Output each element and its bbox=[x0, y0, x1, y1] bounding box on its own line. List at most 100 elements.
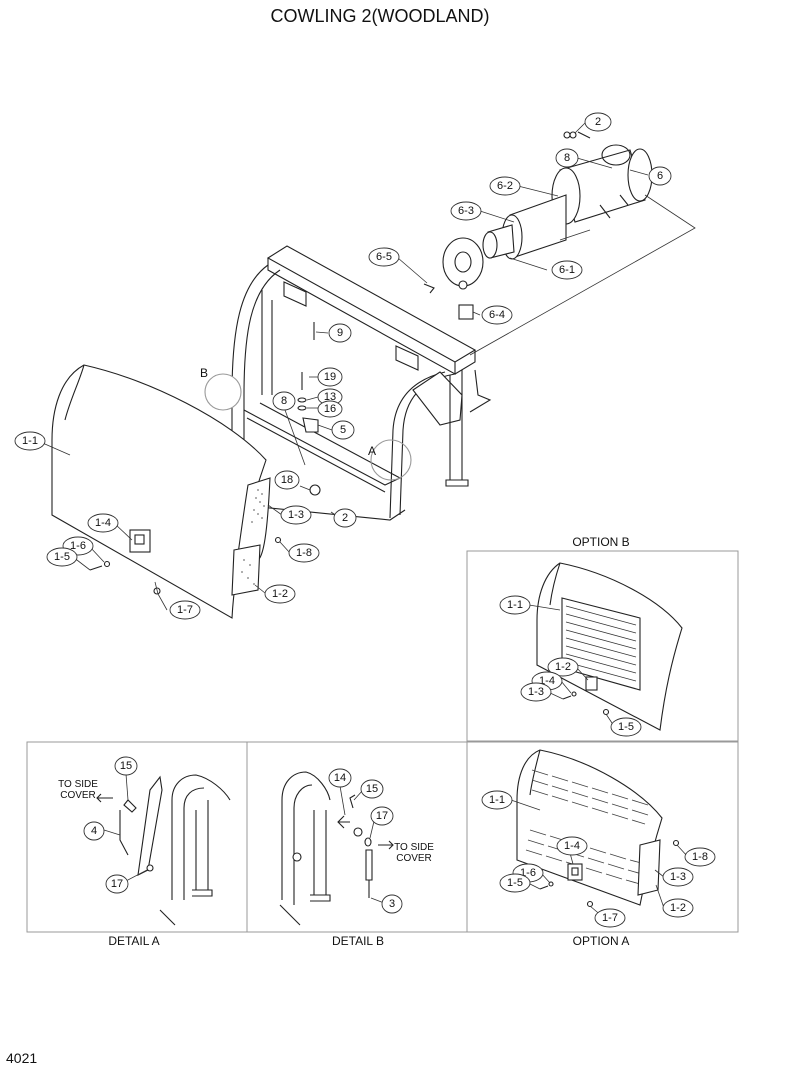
callout-1-5: 1-5 bbox=[46, 547, 78, 567]
detail-b-view: TO SIDE COVER 14 15 17 3 DETAIL B bbox=[279, 768, 434, 948]
svg-text:1-8: 1-8 bbox=[692, 851, 708, 863]
callout-da-15: 15 bbox=[114, 756, 138, 776]
svg-text:8: 8 bbox=[564, 152, 570, 164]
callout-da-17: 17 bbox=[105, 874, 129, 894]
callout-7: 8 bbox=[555, 148, 579, 168]
callout-6-5: 6-5 bbox=[368, 247, 400, 267]
svg-text:9: 9 bbox=[337, 327, 343, 339]
callout-16: 16 bbox=[317, 400, 343, 418]
svg-text:1-4: 1-4 bbox=[95, 517, 111, 529]
callout-1-3: 1-3 bbox=[280, 505, 312, 525]
callout-9: 9 bbox=[328, 323, 352, 343]
svg-text:1-8: 1-8 bbox=[296, 547, 312, 559]
callout-1-4: 1-4 bbox=[87, 513, 119, 533]
svg-text:6-1: 6-1 bbox=[559, 264, 575, 276]
callout-a-1-7: 1-7 bbox=[594, 908, 626, 928]
svg-text:14: 14 bbox=[334, 772, 346, 784]
callout-da-4: 4 bbox=[83, 821, 105, 841]
door-panel bbox=[51, 364, 282, 619]
svg-text:17: 17 bbox=[376, 810, 388, 822]
svg-text:16: 16 bbox=[324, 403, 336, 415]
svg-text:1-3: 1-3 bbox=[528, 686, 544, 698]
svg-text:6: 6 bbox=[657, 170, 663, 182]
svg-text:1-3: 1-3 bbox=[670, 871, 686, 883]
callout-a-1-4: 1-4 bbox=[556, 836, 588, 856]
svg-text:1-5: 1-5 bbox=[618, 721, 634, 733]
callout-6-1: 6-1 bbox=[551, 260, 583, 280]
svg-text:1-2: 1-2 bbox=[272, 588, 288, 600]
callout-19: 19 bbox=[317, 367, 343, 387]
svg-text:1-1: 1-1 bbox=[22, 435, 38, 447]
callout-6-4: 6-4 bbox=[481, 305, 513, 325]
svg-text:1-4: 1-4 bbox=[564, 840, 580, 852]
svg-text:19: 19 bbox=[324, 371, 336, 383]
callout-18: 18 bbox=[274, 470, 300, 490]
svg-text:8: 8 bbox=[281, 395, 287, 407]
svg-text:6-5: 6-5 bbox=[376, 251, 392, 263]
svg-text:6-3: 6-3 bbox=[458, 205, 474, 217]
svg-text:1-5: 1-5 bbox=[507, 877, 523, 889]
svg-text:6-4: 6-4 bbox=[489, 309, 505, 321]
svg-text:1-2: 1-2 bbox=[670, 902, 686, 914]
svg-text:1-3: 1-3 bbox=[288, 509, 304, 521]
svg-text:1-1: 1-1 bbox=[489, 794, 505, 806]
callout-1-2: 1-2 bbox=[264, 584, 296, 604]
page-title: COWLING 2(WOODLAND) bbox=[270, 6, 489, 26]
callout-b-1-2: 1-2 bbox=[547, 657, 579, 677]
svg-text:1-7: 1-7 bbox=[602, 912, 618, 924]
svg-text:2: 2 bbox=[595, 116, 601, 128]
callout-1-8: 1-8 bbox=[288, 543, 320, 563]
callout-db-17: 17 bbox=[370, 806, 394, 826]
callout-a-1-3: 1-3 bbox=[662, 867, 694, 887]
callout-6-3: 6-3 bbox=[450, 201, 482, 221]
svg-text:1-5: 1-5 bbox=[54, 551, 70, 563]
callout-13: 13 bbox=[317, 388, 343, 406]
callout-a-1-2: 1-2 bbox=[662, 898, 694, 918]
svg-text:1-2: 1-2 bbox=[555, 661, 571, 673]
detail-a-title: DETAIL A bbox=[108, 934, 159, 948]
svg-text:1-1: 1-1 bbox=[507, 599, 523, 611]
detail-a-note-line1: TO SIDE bbox=[58, 779, 98, 790]
option-a-view: 1-1 1-4 1-8 1-6 1-3 1-5 1-2 1-7 OPTION A bbox=[481, 749, 716, 948]
svg-text:13: 13 bbox=[324, 391, 336, 403]
callout-a-1-5: 1-5 bbox=[499, 873, 531, 893]
svg-text:5: 5 bbox=[340, 424, 346, 436]
callout-12: 2 bbox=[584, 112, 612, 132]
option-b-panel: OPTION B 1-1 1-2 1-4 1-3 1-5 bbox=[466, 535, 739, 742]
callout-b-1-3: 1-3 bbox=[520, 682, 552, 702]
detail-a-note-line2: COVER bbox=[60, 790, 96, 801]
callout-db-14: 14 bbox=[328, 768, 352, 788]
callout-a-1-1: 1-1 bbox=[481, 790, 513, 810]
detail-marker-b: B bbox=[200, 366, 208, 380]
svg-text:15: 15 bbox=[366, 783, 378, 795]
svg-text:3: 3 bbox=[389, 898, 395, 910]
callout-1-1: 1-1 bbox=[14, 431, 46, 451]
callout-2: 2 bbox=[333, 508, 357, 528]
svg-text:2: 2 bbox=[342, 512, 348, 524]
svg-text:18: 18 bbox=[281, 474, 293, 486]
svg-text:17: 17 bbox=[111, 878, 123, 890]
callout-db-3: 3 bbox=[381, 894, 403, 914]
air-cleaner-assembly bbox=[423, 131, 696, 356]
leader-lines bbox=[37, 122, 649, 611]
callout-b-1-1: 1-1 bbox=[499, 595, 531, 615]
detail-marker-a: A bbox=[368, 444, 376, 458]
callout-a-1-8: 1-8 bbox=[684, 847, 716, 867]
option-a-title: OPTION A bbox=[573, 934, 630, 948]
detail-a-view: TO SIDE COVER 15 4 17 DETAIL A bbox=[58, 756, 231, 948]
detail-b-note-line1: TO SIDE bbox=[394, 842, 434, 853]
cowling-frame bbox=[204, 245, 492, 521]
callout-db-15: 15 bbox=[360, 779, 384, 799]
svg-text:4: 4 bbox=[91, 825, 97, 837]
callout-b-1-5: 1-5 bbox=[610, 717, 642, 737]
main-exploded-view: B A 2 8 6 6-2 6-3 6-5 6-1 6-4 9 19 13 16… bbox=[14, 112, 696, 620]
svg-text:6-2: 6-2 bbox=[497, 180, 513, 192]
callout-8: 8 bbox=[272, 391, 296, 411]
svg-text:1-7: 1-7 bbox=[177, 604, 193, 616]
svg-text:15: 15 bbox=[120, 760, 132, 772]
page-number: 4021 bbox=[6, 1050, 37, 1066]
detail-b-note-line2: COVER bbox=[396, 853, 432, 864]
callout-6-2: 6-2 bbox=[489, 176, 521, 196]
option-b-title: OPTION B bbox=[572, 535, 629, 549]
